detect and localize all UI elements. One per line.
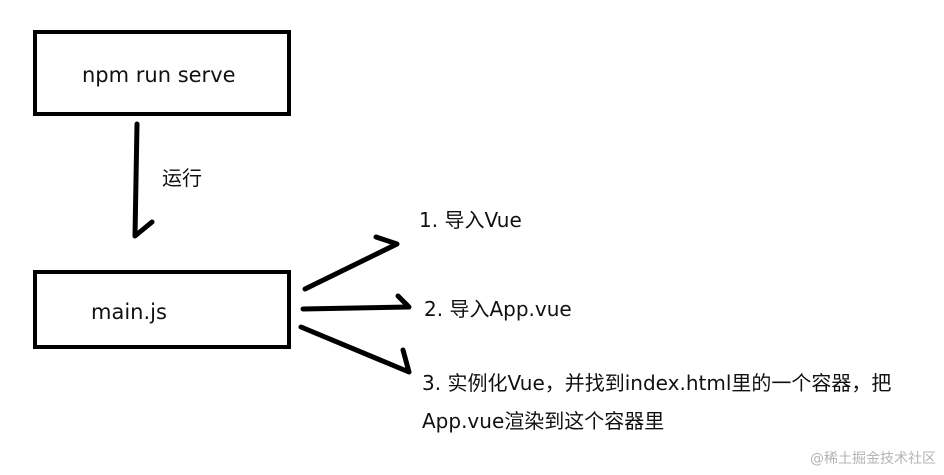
main-js-box: main.js xyxy=(33,270,291,349)
step-3-line-2: App.vue渲染到这个容器里 xyxy=(422,409,665,433)
watermark: @稀土掘金技术社区 xyxy=(810,451,936,467)
step-2-text: 2. 导入App.vue xyxy=(424,297,572,321)
step-2-arrow xyxy=(300,293,412,312)
step-3-arrow xyxy=(298,324,412,375)
step-1-arrow xyxy=(302,234,400,292)
step-3-text: 3. 实例化Vue，并找到index.html里的一个容器，把 App.vue渲… xyxy=(422,364,891,440)
run-label: 运行 xyxy=(162,166,202,190)
npm-run-serve-box: npm run serve xyxy=(33,30,291,116)
npm-run-serve-label: npm run serve xyxy=(82,63,236,87)
run-arrow xyxy=(132,121,155,239)
main-js-label: main.js xyxy=(91,300,167,324)
step-1-text: 1. 导入Vue xyxy=(419,208,522,232)
step-3-line-1: 3. 实例化Vue，并找到index.html里的一个容器，把 xyxy=(422,371,892,395)
